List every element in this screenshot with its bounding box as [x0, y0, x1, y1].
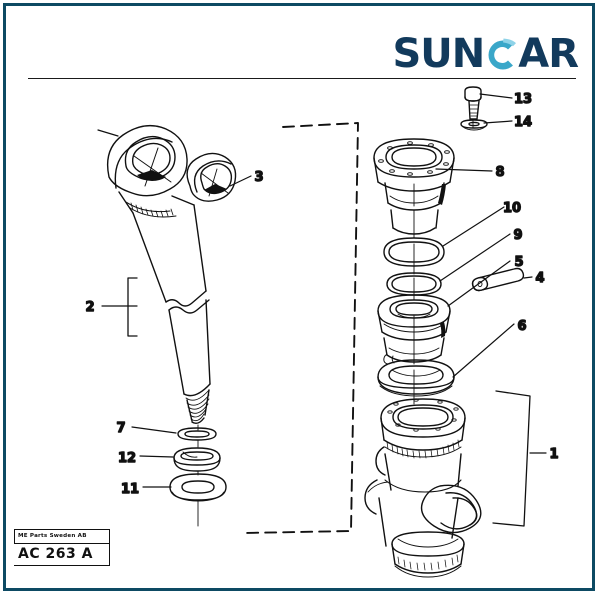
- callout-11: 11: [121, 482, 139, 497]
- thin-washer-7: [177, 427, 217, 441]
- drawing-frame: SUN AR: [3, 3, 595, 591]
- assembly-group-boundary: [243, 122, 359, 534]
- callout-1: 1: [549, 447, 558, 462]
- logo-text-ar: AR: [518, 31, 579, 77]
- logo-text-sun: SUN: [392, 31, 485, 77]
- cylinder-barrel-1: [364, 398, 482, 578]
- callout-14: 14: [514, 115, 532, 130]
- suncar-logo: SUN AR: [392, 31, 579, 77]
- o-ring-small-9: [386, 272, 442, 296]
- cap-screw-13: [464, 86, 482, 120]
- callout-6: 6: [517, 319, 526, 334]
- thick-washer-11: [169, 473, 227, 502]
- title-block: ME Parts Sweden AB AC 263 A: [14, 529, 110, 566]
- parts-diagram: 1 2 3 4 5 6 7 8 9 10 11 12 13 14: [85, 86, 559, 578]
- title-block-company: ME Parts Sweden AB: [14, 529, 110, 543]
- callout-8: 8: [495, 165, 504, 180]
- callout-12: 12: [118, 451, 136, 466]
- o-ring-large-10: [383, 237, 445, 267]
- callout-10: 10: [503, 201, 521, 216]
- seal-ring-12: [173, 447, 221, 472]
- guide-ring-6: [377, 359, 455, 397]
- title-block-drawing-number: AC 263 A: [14, 543, 110, 566]
- thread-hatching: [185, 389, 210, 422]
- callout-9: 9: [513, 228, 522, 243]
- callout-labels: 1 2 3 4 5 6 7 8 9 10 11 12 13 14: [85, 91, 559, 497]
- drawing-sheet: SUN AR: [6, 6, 592, 588]
- dowel-pin-4: [471, 267, 525, 292]
- callout-13: 13: [514, 92, 532, 107]
- callout-7: 7: [116, 421, 125, 436]
- callout-4: 4: [535, 271, 544, 286]
- port-boss: [420, 484, 482, 534]
- lock-washer-14: [460, 119, 488, 131]
- header-divider: [28, 78, 576, 79]
- callout-2: 2: [85, 300, 94, 315]
- logo-c-icon: [484, 34, 518, 74]
- logo-c-svg: [488, 38, 517, 70]
- callout-3: 3: [254, 170, 263, 185]
- rod-eye: [97, 124, 195, 218]
- right-assembly-axis: [413, 118, 474, 405]
- title-block-right-rule: [109, 529, 110, 566]
- callout-5: 5: [514, 255, 523, 270]
- rod-eye-bushing: [186, 152, 237, 202]
- piston-rod: [132, 204, 211, 425]
- leader-lines: [101, 93, 547, 527]
